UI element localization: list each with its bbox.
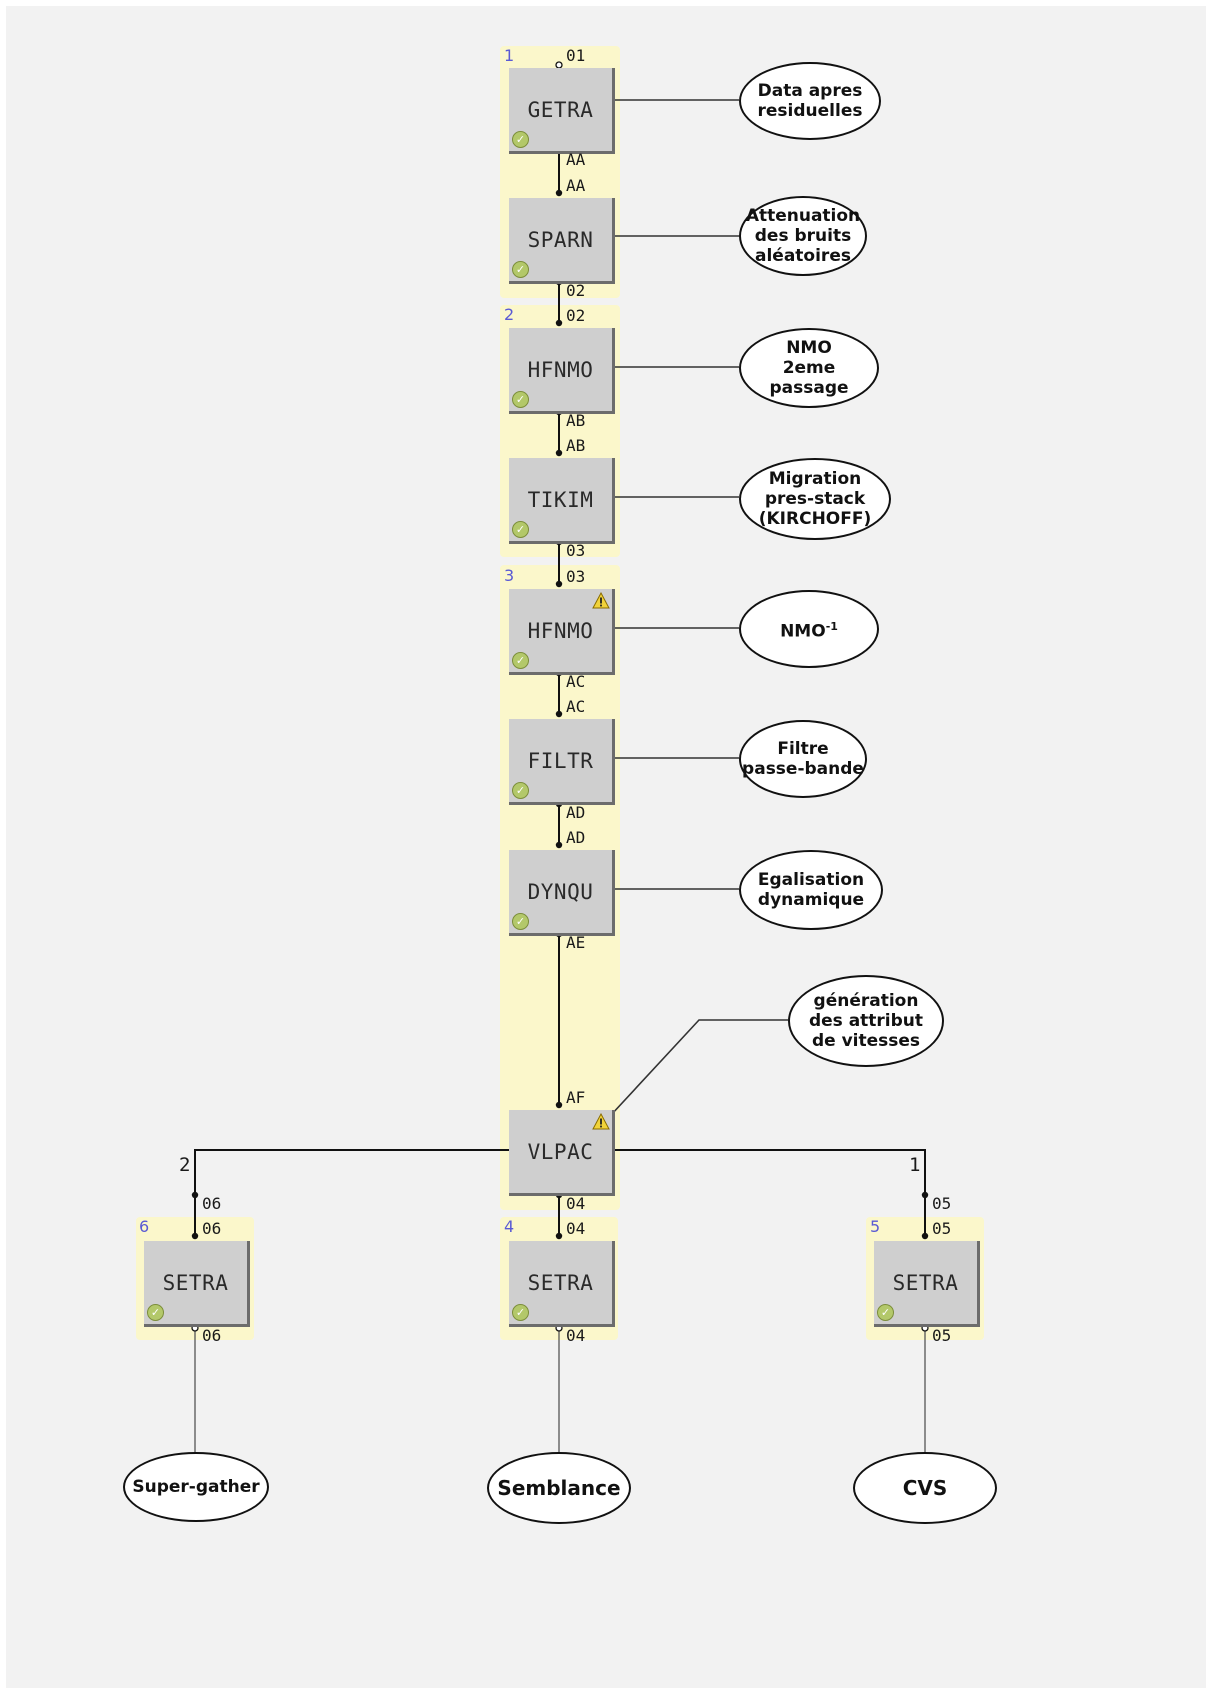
port-label: AA — [566, 150, 586, 169]
group-number: 2 — [504, 305, 515, 324]
branch-number: 2 — [179, 1154, 191, 1176]
group-number: 6 — [139, 1217, 150, 1236]
port-label: 03 — [566, 567, 586, 586]
module-label: TIKIM — [527, 488, 594, 512]
output-semblance: Semblance — [487, 1452, 631, 1524]
check-icon: ✓ — [147, 1304, 164, 1321]
module-hfnmo[interactable]: HFNMO ✓ — [509, 328, 615, 414]
module-label: SPARN — [527, 228, 594, 252]
module-vlpac[interactable]: VLPAC — [509, 1110, 615, 1196]
branch-number: 1 — [909, 1154, 921, 1176]
port-label: AD — [566, 803, 586, 822]
check-icon: ✓ — [512, 131, 529, 148]
module-label: GETRA — [527, 98, 594, 122]
check-icon: ✓ — [512, 391, 529, 408]
group-number: 4 — [504, 1217, 515, 1236]
port-label: AC — [566, 697, 586, 716]
port-label: 05 — [932, 1194, 952, 1213]
module-label: DYNQU — [527, 880, 594, 904]
check-icon: ✓ — [877, 1304, 894, 1321]
group-number: 1 — [504, 46, 515, 65]
port-label: AE — [566, 933, 586, 952]
annotation-hfnmo-inverse: NMO-1 — [739, 590, 879, 668]
module-filtr[interactable]: FILTR ✓ — [509, 719, 615, 805]
group-number: 3 — [504, 566, 515, 585]
port-label: 01 — [566, 46, 586, 65]
check-icon: ✓ — [512, 261, 529, 278]
output-super-gather: Super-gather — [123, 1452, 269, 1522]
module-label: SETRA — [527, 1271, 594, 1295]
module-tikim[interactable]: TIKIM ✓ — [509, 458, 615, 544]
port-label: 06 — [202, 1326, 222, 1345]
port-label: 02 — [566, 306, 586, 325]
module-label: VLPAC — [527, 1140, 594, 1164]
module-dynqu[interactable]: DYNQU ✓ — [509, 850, 615, 936]
port-label: AF — [566, 1088, 586, 1107]
check-icon: ✓ — [512, 782, 529, 799]
port-label: 05 — [932, 1219, 952, 1238]
port-label: 04 — [566, 1194, 586, 1213]
check-icon: ✓ — [512, 521, 529, 538]
port-label: AB — [566, 411, 586, 430]
module-label: SETRA — [162, 1271, 229, 1295]
module-label: SETRA — [892, 1271, 959, 1295]
module-label: FILTR — [527, 749, 594, 773]
port-label: AB — [566, 436, 586, 455]
port-label: 04 — [566, 1219, 586, 1238]
module-getra[interactable]: GETRA ✓ — [509, 68, 615, 154]
port-label: AA — [566, 176, 586, 195]
module-sparn[interactable]: SPARN ✓ — [509, 198, 615, 284]
port-label: 06 — [202, 1219, 222, 1238]
module-setra-cvs[interactable]: SETRA ✓ — [874, 1241, 980, 1327]
module-setra-semblance[interactable]: SETRA ✓ — [509, 1241, 615, 1327]
module-label: HFNMO — [527, 619, 594, 643]
check-icon: ✓ — [512, 913, 529, 930]
port-label: 05 — [932, 1326, 952, 1345]
port-label: 03 — [566, 541, 586, 560]
group-number: 5 — [870, 1217, 881, 1236]
output-cvs: CVS — [853, 1452, 997, 1524]
warning-icon — [592, 592, 610, 609]
module-setra-super-gather[interactable]: SETRA ✓ — [144, 1241, 250, 1327]
module-hfnmo-inverse[interactable]: HFNMO ✓ — [509, 589, 615, 675]
check-icon: ✓ — [512, 1304, 529, 1321]
port-label: AC — [566, 672, 586, 691]
port-label: 04 — [566, 1326, 586, 1345]
warning-icon — [592, 1113, 610, 1130]
port-label: 02 — [566, 281, 586, 300]
check-icon: ✓ — [512, 652, 529, 669]
module-label: HFNMO — [527, 358, 594, 382]
port-label: AD — [566, 828, 586, 847]
port-label: 06 — [202, 1194, 222, 1213]
